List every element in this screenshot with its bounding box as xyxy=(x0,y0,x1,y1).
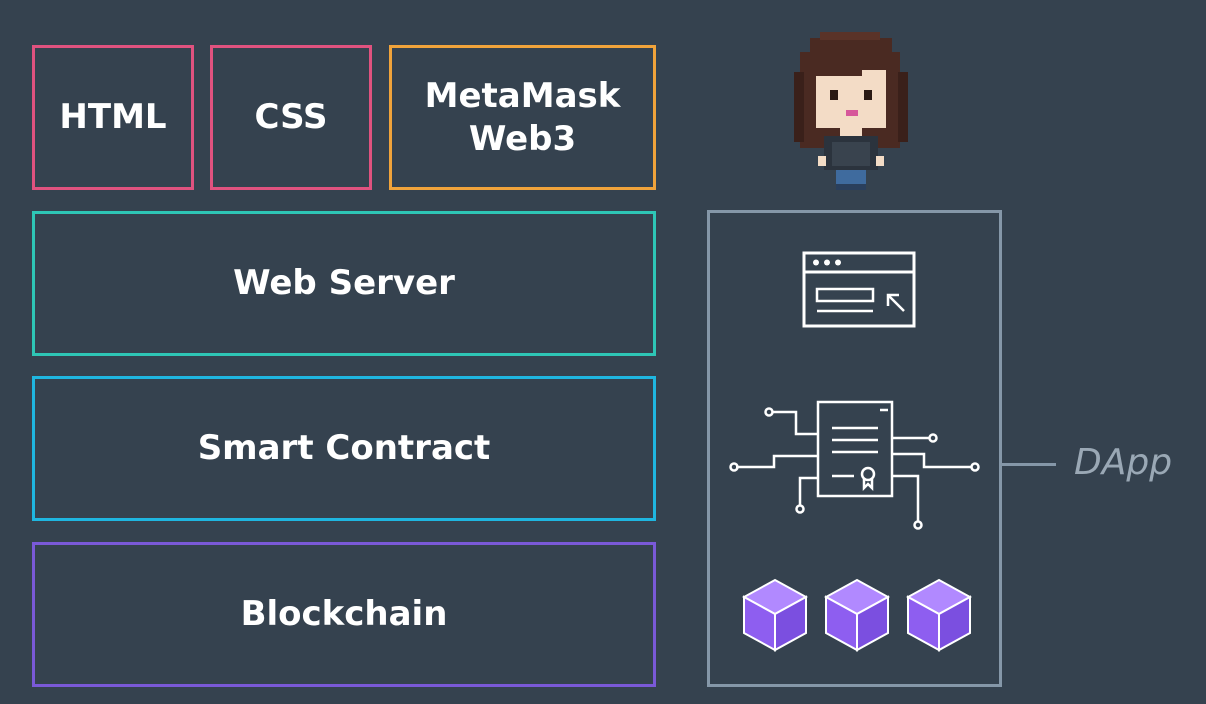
html-label: HTML xyxy=(59,97,167,138)
block-cube-icon xyxy=(906,578,972,652)
smart-contract-box: Smart Contract xyxy=(32,376,656,521)
block-cube-icon xyxy=(742,578,808,652)
dapp-connector-line xyxy=(1002,463,1056,466)
smart-contract-label: Smart Contract xyxy=(197,428,491,469)
web3-label: Web3 xyxy=(468,118,577,159)
block-cube-icon xyxy=(824,578,890,652)
metamask-label: MetaMask xyxy=(424,76,621,116)
browser-window-icon xyxy=(802,251,916,328)
pixel-user-avatar-icon xyxy=(794,32,908,190)
web-server-label: Web Server xyxy=(233,263,455,304)
dapp-label: DApp xyxy=(1074,442,1173,483)
blockchain-label: Blockchain xyxy=(240,594,448,635)
dapp-panel xyxy=(707,210,1002,687)
metamask-web3-box: MetaMask Web3 xyxy=(389,45,656,190)
html-box: HTML xyxy=(32,45,194,190)
smart-contract-circuit-icon xyxy=(729,400,980,530)
css-label: CSS xyxy=(254,97,328,138)
blockchain-box: Blockchain xyxy=(32,542,656,687)
css-box: CSS xyxy=(210,45,372,190)
web-server-box: Web Server xyxy=(32,211,656,356)
